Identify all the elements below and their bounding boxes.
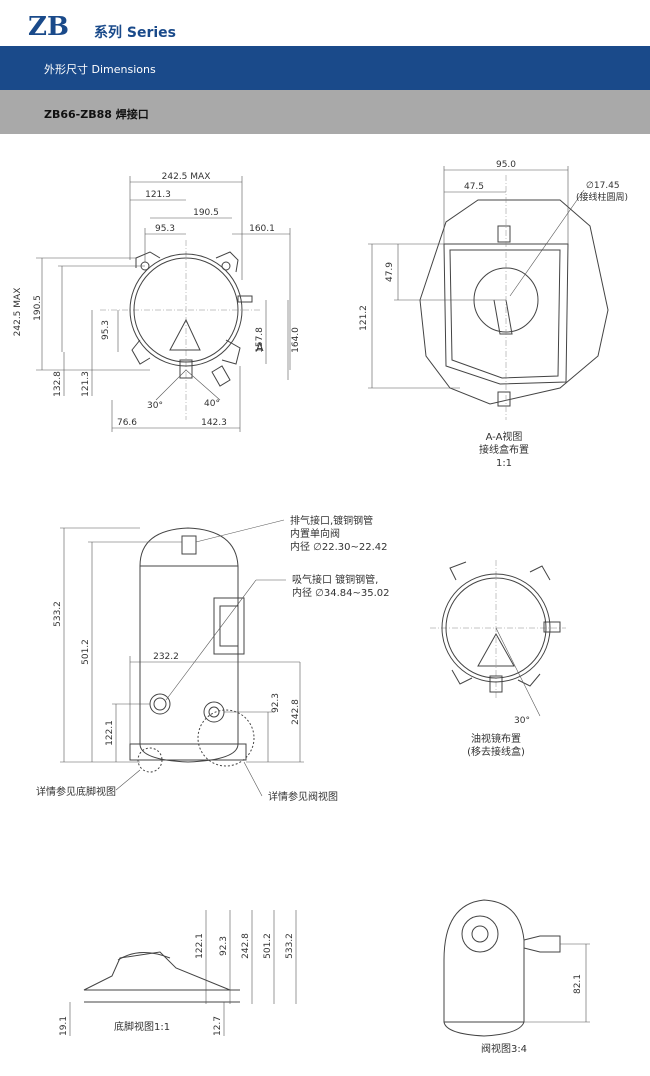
dim-label: 132.8: [53, 371, 63, 397]
brand-title: ZB: [28, 12, 69, 42]
view-caption: 油视镜布置: [471, 732, 521, 745]
dim-label: 242.8: [241, 933, 251, 959]
dim-label: 47.5: [464, 182, 484, 192]
valve-view-drawing: [443, 899, 561, 1037]
technical-drawing: 242.5 MAX 121.3 190.5 95.3 160.1 242.5 M…: [13, 160, 628, 1055]
section-mark-a: A: [256, 341, 264, 354]
angle-label: 30°: [147, 401, 163, 411]
dim-label: 533.2: [53, 601, 63, 627]
dim-label: 92.3: [271, 693, 281, 713]
dim-label: 242.5 MAX: [13, 288, 23, 337]
front-view-dimensions: 533.2 501.2 232.2 122.1 92.3 242.8 排气接口,…: [36, 514, 390, 803]
view-caption: A-A视图: [486, 430, 523, 443]
terminal-note: (接线柱圆周): [576, 191, 628, 203]
dim-label: 501.2: [263, 933, 273, 959]
dim-label: 157.8: [255, 327, 265, 353]
front-view-drawing: [129, 527, 255, 773]
a-a-view-dimensions: 95.0 47.5 47.9 121.2 ∅17.45 (接线柱圆周) A-A视…: [359, 160, 628, 469]
angle-label: 40°: [204, 399, 220, 409]
view-caption: 接线盒布置: [479, 443, 529, 456]
dim-label: 76.6: [117, 418, 137, 428]
foot-view-note: 详情参见底脚视图: [36, 785, 116, 798]
dim-label: 121.3: [145, 190, 171, 200]
top-view-drawing: [100, 240, 260, 420]
discharge-note: 排气接口,镀铜钢管: [290, 514, 373, 527]
dim-label: 501.2: [81, 639, 91, 665]
dim-label: 12.7: [213, 1016, 223, 1036]
dim-label: 95.0: [496, 160, 516, 170]
angle-label: 30°: [514, 716, 530, 726]
foot-view-drawing: [83, 951, 240, 1003]
dim-label: 95.3: [101, 320, 111, 340]
discharge-note: 内径 ∅22.30~22.42: [290, 540, 388, 553]
dim-label: 142.3: [201, 418, 227, 428]
dim-label: 92.3: [219, 936, 229, 956]
dim-label: 95.3: [155, 224, 175, 234]
a-a-view-drawing: [419, 175, 609, 420]
foot-view-dimensions: 122.1 92.3 242.8 501.2 533.2 19.1 12.7 底…: [59, 910, 297, 1036]
dim-label: 47.9: [385, 262, 395, 282]
dim-label: 242.8: [291, 699, 301, 725]
discharge-note: 内置单向阀: [290, 527, 340, 540]
dim-label: 121.2: [359, 305, 369, 331]
dim-label: 122.1: [195, 933, 205, 959]
terminal-note: ∅17.45: [586, 181, 620, 191]
dim-label: 232.2: [153, 652, 179, 662]
dim-label: 190.5: [33, 295, 43, 321]
valve-view-dimensions: 82.1 阀视图3:4: [481, 943, 590, 1055]
top-view-dimensions: 242.5 MAX 121.3 190.5 95.3 160.1 242.5 M…: [13, 172, 301, 432]
dim-label: 160.1: [249, 224, 275, 234]
suction-note: 内径 ∅34.84~35.02: [292, 586, 390, 599]
view-caption: 1:1: [496, 458, 512, 469]
model-title: ZB66-ZB88 焊接口: [44, 108, 149, 121]
suction-note: 吸气接口 镀铜钢管,: [292, 573, 378, 586]
view-caption: 阀视图3:4: [481, 1042, 527, 1055]
section-title: 外形尺寸 Dimensions: [44, 63, 156, 76]
series-label: 系列 Series: [94, 25, 176, 41]
dim-label: 82.1: [573, 974, 583, 994]
dim-label: 164.0: [291, 327, 301, 353]
model-bar: ZB66-ZB88 焊接口: [0, 90, 650, 134]
dim-label: 122.1: [105, 720, 115, 746]
dim-label: 19.1: [59, 1016, 69, 1036]
view-caption: (移去接线盒): [467, 745, 525, 758]
dim-label: 533.2: [285, 933, 295, 959]
title-area: ZB 系列 Series: [0, 0, 650, 46]
dim-label: 242.5 MAX: [162, 172, 211, 182]
section-bar: 外形尺寸 Dimensions: [0, 46, 650, 90]
dim-label: 190.5: [193, 208, 219, 218]
dim-label: 121.3: [81, 371, 91, 397]
sight-glass-view-drawing: 30° 油视镜布置 (移去接线盒): [430, 560, 566, 758]
valve-view-note: 详情参见阀视图: [268, 790, 338, 803]
view-caption: 底脚视图1:1: [114, 1020, 170, 1033]
